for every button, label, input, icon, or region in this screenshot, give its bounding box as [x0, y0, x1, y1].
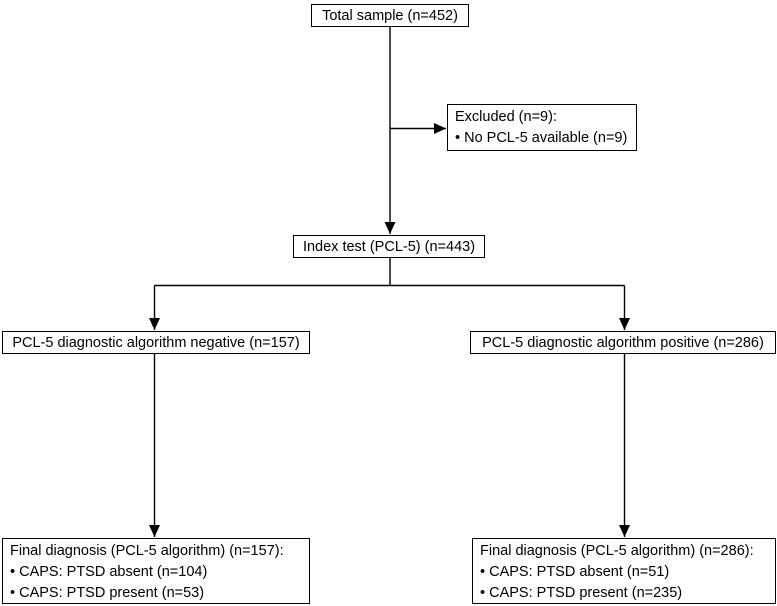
box-final-negative: Final diagnosis (PCL-5 algorithm) (n=157… — [2, 538, 310, 604]
final-positive-title: Final diagnosis (PCL-5 algorithm) (n=286… — [480, 543, 754, 559]
final-positive-item-absent: • CAPS: PTSD absent (n=51) — [480, 564, 670, 580]
excluded-item: • No PCL-5 available (n=9) — [455, 130, 628, 146]
excluded-title: Excluded (n=9): — [455, 109, 557, 125]
total-sample-text: Total sample (n=452) — [322, 7, 458, 24]
final-positive-item-present: • CAPS: PTSD present (n=235) — [480, 585, 683, 601]
final-negative-item-absent: • CAPS: PTSD absent (n=104) — [10, 564, 208, 580]
index-test-text: Index test (PCL-5) (n=443) — [302, 238, 476, 255]
box-total-sample: Total sample (n=452) — [311, 4, 469, 27]
final-negative-title: Final diagnosis (PCL-5 algorithm) (n=157… — [10, 543, 284, 559]
box-algorithm-negative: PCL-5 diagnostic algorithm negative (n=1… — [2, 331, 310, 354]
box-final-positive: Final diagnosis (PCL-5 algorithm) (n=286… — [472, 538, 776, 604]
box-algorithm-positive: PCL-5 diagnostic algorithm positive (n=2… — [470, 331, 776, 354]
final-negative-item-present: • CAPS: PTSD present (n=53) — [10, 585, 205, 601]
algorithm-negative-text: PCL-5 diagnostic algorithm negative (n=1… — [12, 334, 300, 351]
algorithm-positive-text: PCL-5 diagnostic algorithm positive (n=2… — [482, 334, 764, 351]
box-index-test: Index test (PCL-5) (n=443) — [293, 235, 485, 258]
box-excluded: Excluded (n=9): • No PCL-5 available (n=… — [447, 104, 637, 151]
connector-split-trunk — [154, 257, 625, 287]
